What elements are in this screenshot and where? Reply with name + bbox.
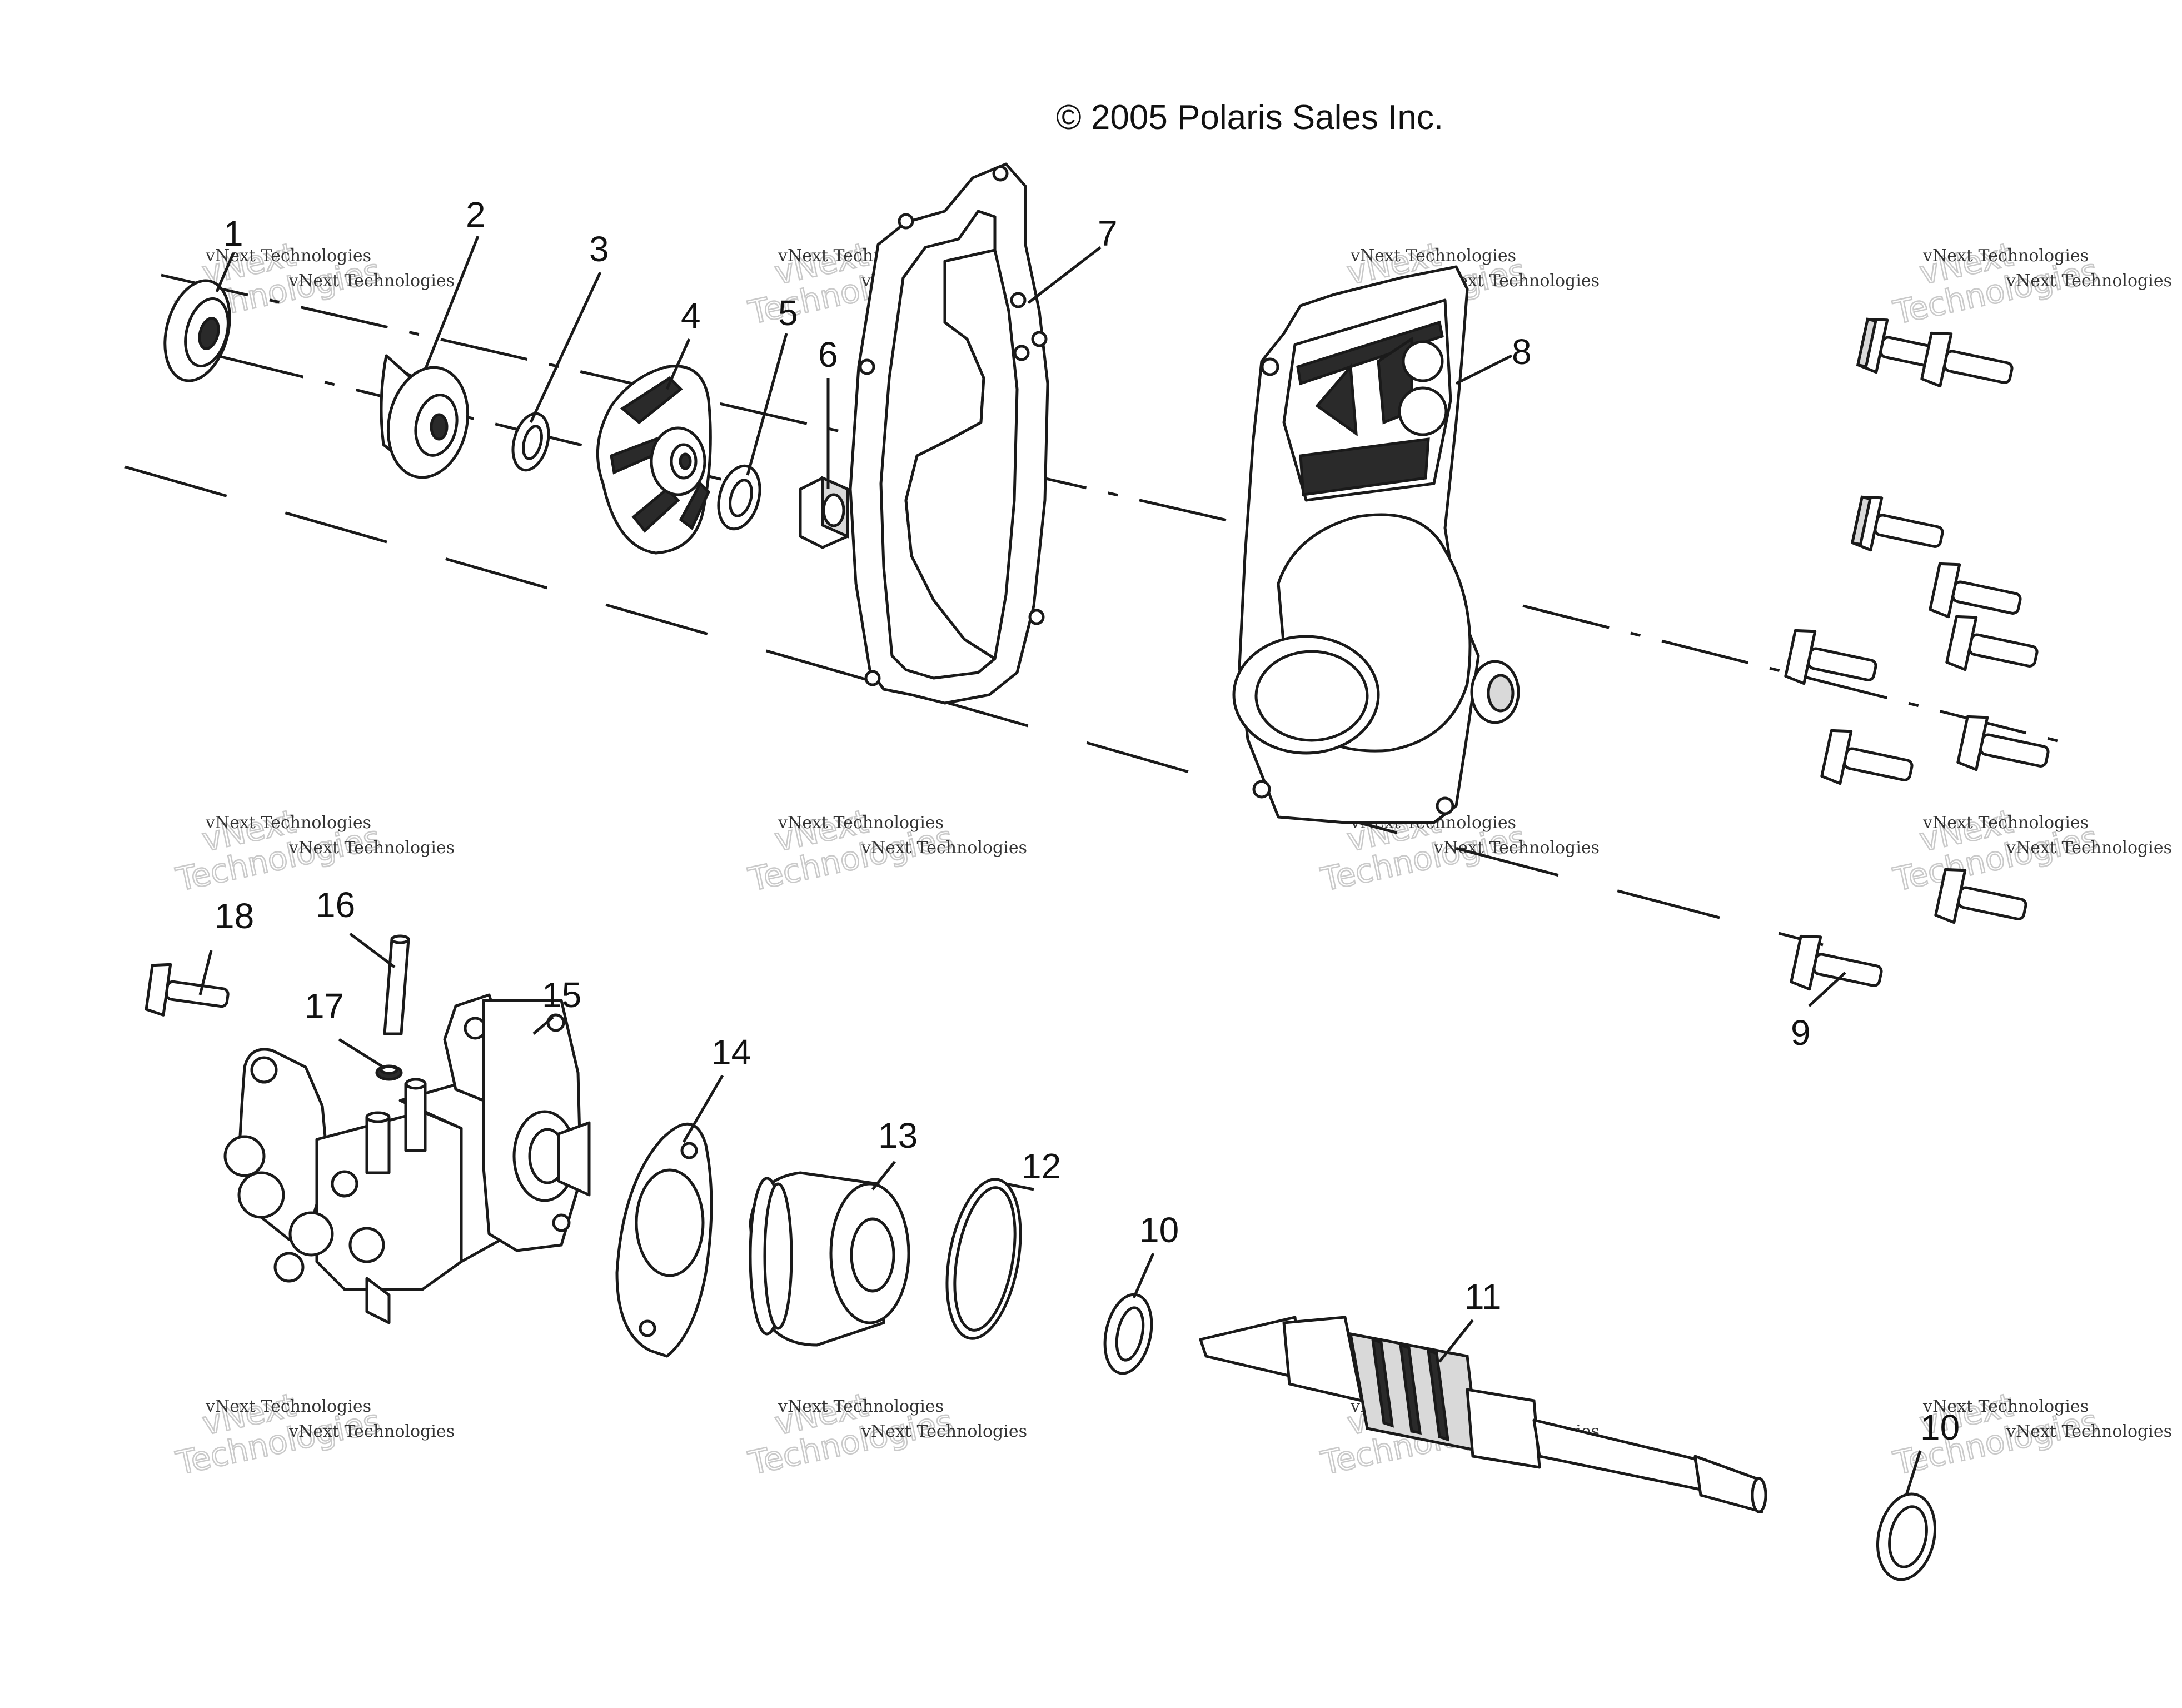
- part-12-oring: [945, 1178, 1022, 1340]
- callout-2: 2: [466, 195, 486, 235]
- watermark-label: vNext Technologies: [778, 1397, 944, 1416]
- callout-3: 3: [589, 229, 609, 269]
- part-7-gasket: [849, 162, 1049, 705]
- callout-4: 4: [681, 296, 701, 336]
- callout-10-right: 10: [1920, 1407, 1960, 1447]
- watermark-label: vNext Technologies: [205, 813, 371, 833]
- watermark-label: vNext Technologies: [861, 838, 1027, 858]
- watermark-label: vNext Technologies: [861, 1422, 1027, 1441]
- watermark-label: vNext Technologies: [1433, 838, 1600, 858]
- part-5-washer: [717, 464, 761, 531]
- callout-11: 11: [1464, 1277, 1501, 1317]
- callout-15: 15: [542, 975, 581, 1015]
- part-6-nut: [799, 476, 849, 549]
- watermark-label: vNext Technologies: [288, 271, 455, 291]
- watermark-label: vNext Technologies: [2006, 838, 2172, 858]
- callout-18: 18: [215, 896, 254, 936]
- callout-10-left: 10: [1139, 1210, 1179, 1250]
- watermark-label: vNext Technologies: [288, 1422, 455, 1441]
- callout-17: 17: [305, 986, 344, 1026]
- callout-12: 12: [1022, 1146, 1061, 1186]
- callout-16: 16: [316, 885, 355, 925]
- part-17-oring: [375, 1064, 403, 1081]
- part-1-seal: [163, 279, 231, 382]
- part-15-oil-pump: [223, 993, 591, 1324]
- part-2-bearing: [380, 354, 470, 479]
- watermark-label: vNext Technologies: [205, 1397, 371, 1416]
- part-9-bolts: [1784, 317, 2050, 991]
- part-10-washer: [1876, 1492, 1937, 1581]
- part-18-bolt: [145, 963, 230, 1017]
- leader-lines: [198, 236, 1922, 1496]
- callout-1: 1: [223, 213, 243, 253]
- callout-labels: 1 2 3 4 5 6 7 8 9 18 16 17 15 14 13 12 1…: [215, 195, 1960, 1447]
- watermark-label: vNext Technologies: [1922, 813, 2089, 833]
- watermark-label: vNext Technologies: [288, 838, 455, 858]
- part-3-washer: [511, 412, 550, 472]
- part-14-gasket: [615, 1123, 713, 1358]
- watermark-label: vNext Technologies: [2006, 1422, 2172, 1441]
- bolt-axis-line: [1294, 804, 1824, 947]
- copyright-text: © 2005 Polaris Sales Inc.: [1056, 98, 1443, 137]
- part-16-pin: [383, 934, 410, 1035]
- watermark-label: vNext Technologies: [1350, 246, 1516, 266]
- callout-13: 13: [878, 1116, 918, 1156]
- part-10-washer: [1103, 1293, 1153, 1375]
- callout-9: 9: [1791, 1013, 1811, 1053]
- watermark-label: vNext Technologies: [778, 813, 944, 833]
- watermark-label: vNext Technologies: [2006, 271, 2172, 291]
- part-8-cover: [1232, 265, 1520, 824]
- callout-6: 6: [818, 335, 838, 375]
- lower-axis-line: [124, 465, 1201, 777]
- part-13-sleeve: [749, 1171, 910, 1347]
- callout-8: 8: [1512, 332, 1532, 372]
- upper-axis-line: [161, 273, 1273, 532]
- callout-14: 14: [711, 1032, 751, 1072]
- watermark-label: vNext Technologies: [1922, 1397, 2089, 1416]
- part-11-shaft: [1199, 1316, 1767, 1513]
- callout-7: 7: [1098, 213, 1118, 253]
- callout-5: 5: [778, 293, 798, 333]
- watermark-label: vNext Technologies: [1922, 246, 2089, 266]
- part-4-impeller: [596, 365, 712, 555]
